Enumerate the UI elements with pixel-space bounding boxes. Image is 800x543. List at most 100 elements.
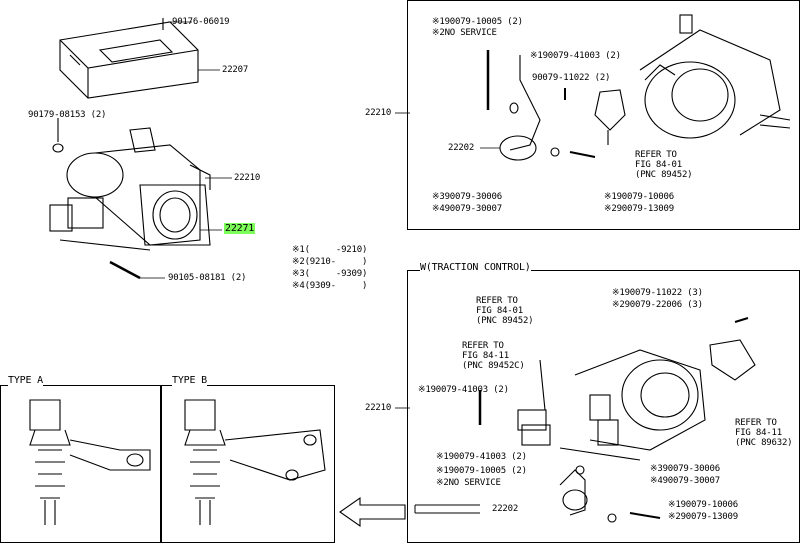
part-number[interactable]: 90079-30006 bbox=[662, 464, 721, 474]
part-22271[interactable]: 22271 bbox=[224, 223, 256, 234]
refer-line: FIG 84-11 bbox=[462, 351, 509, 361]
top-group-right: ※190079-10006 ※290079-13009 bbox=[604, 192, 674, 216]
note-item: ※4(9309- ) bbox=[292, 281, 367, 293]
note-mark: ※1 bbox=[292, 245, 305, 255]
no-service-text: NO SERVICE bbox=[444, 28, 497, 38]
note-mark: ※1 bbox=[418, 385, 431, 395]
note-mark: ※2 bbox=[436, 478, 449, 488]
note-mark: ※2 bbox=[612, 300, 625, 310]
group-item: ※190079-41003 (2) bbox=[436, 452, 527, 466]
part-22271-highlight: 22271 bbox=[224, 223, 256, 234]
note-mark: ※2 bbox=[292, 257, 305, 267]
refer-line: REFER TO bbox=[735, 418, 777, 428]
type-b-panel bbox=[160, 385, 335, 543]
bottom-right-panel bbox=[407, 270, 800, 543]
note-mark: ※1 bbox=[436, 452, 449, 462]
refer-top: REFER TO FIG 84-01 (PNC 89452) bbox=[635, 150, 693, 180]
note-mark: ※1 bbox=[612, 288, 625, 298]
header-item: ※2NO SERVICE bbox=[432, 28, 523, 39]
type-b-sketch bbox=[184, 399, 326, 525]
part-number[interactable]: 90079-30006 bbox=[444, 192, 503, 202]
part-41003-bottom-a[interactable]: ※190079-41003 (2) bbox=[418, 385, 509, 395]
type-a-label: TYPE A bbox=[8, 375, 43, 386]
part-90105[interactable]: 90105-08181 (2) bbox=[168, 273, 247, 283]
part-number[interactable]: 90079-13009 bbox=[680, 512, 739, 522]
cover-22207 bbox=[59, 21, 199, 99]
bottom-group-left: ※190079-41003 (2) ※190079-10005 (2) ※2NO… bbox=[436, 452, 527, 490]
note-mark: ※4 bbox=[292, 281, 305, 291]
part-number[interactable]: 90079-41003 (2) bbox=[542, 51, 621, 61]
part-number[interactable]: 90079-30007 bbox=[662, 476, 721, 486]
refer-line: (PNC 89452) bbox=[476, 316, 534, 326]
part-number[interactable]: 90079-22006 (3) bbox=[624, 300, 703, 310]
group-item: ※290079-22006 (3) bbox=[612, 300, 703, 312]
note-text: (9309- ) bbox=[304, 281, 368, 291]
refer-line: (PNC 89632) bbox=[735, 438, 793, 448]
solenoid-valves bbox=[517, 359, 551, 446]
part-number[interactable]: 90079-10005 (2) bbox=[444, 17, 523, 27]
note-mark: ※3 bbox=[432, 192, 445, 202]
refer-line: FIG 84-01 bbox=[476, 306, 523, 316]
part-number[interactable]: 90079-30007 bbox=[444, 204, 503, 214]
note-item: ※2(9210- ) bbox=[292, 257, 367, 269]
traction-control-title: W(TRACTION CONTROL) bbox=[420, 262, 531, 273]
part-22210-top[interactable]: 22210 bbox=[365, 108, 392, 118]
part-22207[interactable]: 22207 bbox=[222, 65, 249, 75]
note-mark: ※2 bbox=[668, 512, 681, 522]
part-22202-bottom[interactable]: 22202 bbox=[492, 504, 519, 514]
top-header-group: ※190079-10005 (2) ※2NO SERVICE bbox=[432, 17, 523, 39]
note-mark: ※4 bbox=[432, 204, 445, 214]
bottom-top-right-group: ※190079-11022 (3) ※290079-22006 (3) bbox=[612, 288, 703, 312]
part-90179[interactable]: 90179-08153 (2) bbox=[28, 110, 107, 120]
refer-line: (PNC 89452) bbox=[635, 170, 693, 180]
note-mark: ※3 bbox=[292, 269, 305, 279]
part-number[interactable]: 90079-13009 bbox=[616, 204, 675, 214]
bottom-group-right-a: ※390079-30006 ※490079-30007 bbox=[650, 464, 720, 488]
throttle-body-22210 bbox=[49, 127, 211, 251]
group-item: ※190079-11022 (3) bbox=[612, 288, 703, 300]
refer-line: FIG 84-01 bbox=[635, 160, 682, 170]
bottom-group-right-b: ※190079-10006 ※290079-13009 bbox=[668, 500, 738, 524]
note-mark: ※1 bbox=[432, 17, 445, 27]
group-item: ※190079-10005 (2) bbox=[436, 466, 527, 478]
refer-line: REFER TO bbox=[462, 341, 504, 351]
top-group-left: ※390079-30006 ※490079-30007 bbox=[432, 192, 502, 216]
part-number[interactable]: 90079-41003 (2) bbox=[430, 385, 509, 395]
note-mark: ※2 bbox=[432, 28, 445, 38]
part-22210-bottom[interactable]: 22210 bbox=[365, 403, 392, 413]
note-mark: ※1 bbox=[668, 500, 681, 510]
part-number[interactable]: 90079-11022 (3) bbox=[624, 288, 703, 298]
header-item: ※190079-10005 (2) bbox=[432, 17, 523, 28]
note-text: (9210- ) bbox=[304, 257, 368, 267]
group-item: ※2NO SERVICE bbox=[436, 478, 527, 490]
note-text: ( -9210) bbox=[304, 245, 368, 255]
part-number[interactable]: 90079-10006 bbox=[616, 192, 675, 202]
note-mark: ※1 bbox=[530, 51, 543, 61]
no-service-text: NO SERVICE bbox=[448, 478, 501, 488]
refer-line: REFER TO bbox=[476, 296, 518, 306]
refer-bottom-2: REFER TO FIG 84-11 (PNC 89452C) bbox=[462, 341, 525, 371]
part-number[interactable]: 90079-10005 (2) bbox=[448, 466, 527, 476]
note-mark: ※1 bbox=[604, 192, 617, 202]
arrow-left bbox=[339, 496, 406, 528]
part-41003-top[interactable]: ※190079-41003 (2) bbox=[530, 51, 621, 61]
note-text: ( -9309) bbox=[304, 269, 368, 279]
part-number[interactable]: 90079-41003 (2) bbox=[448, 452, 527, 462]
note-mark: ※4 bbox=[650, 476, 663, 486]
type-a-sketch bbox=[29, 399, 151, 525]
part-11022-top[interactable]: 90079-11022 (2) bbox=[532, 73, 611, 83]
note-item: ※3( -9309) bbox=[292, 269, 367, 281]
refer-line: REFER TO bbox=[635, 150, 677, 160]
group-item: ※290079-13009 bbox=[668, 512, 738, 524]
group-item: ※390079-30006 bbox=[650, 464, 720, 476]
type-a-panel bbox=[0, 385, 162, 543]
part-number[interactable]: 90079-10006 bbox=[680, 500, 739, 510]
part-90176[interactable]: 90176-06019 bbox=[172, 17, 230, 27]
part-22210-left[interactable]: 22210 bbox=[234, 173, 261, 183]
refer-bottom-1: REFER TO FIG 84-01 (PNC 89452) bbox=[476, 296, 534, 326]
group-item: ※490079-30007 bbox=[650, 476, 720, 488]
notes-list: ※1( -9210) ※2(9210- ) ※3( -9309) ※4(9309… bbox=[292, 245, 367, 293]
part-22202-top[interactable]: 22202 bbox=[448, 143, 475, 153]
group-item: ※190079-10006 bbox=[604, 192, 674, 204]
